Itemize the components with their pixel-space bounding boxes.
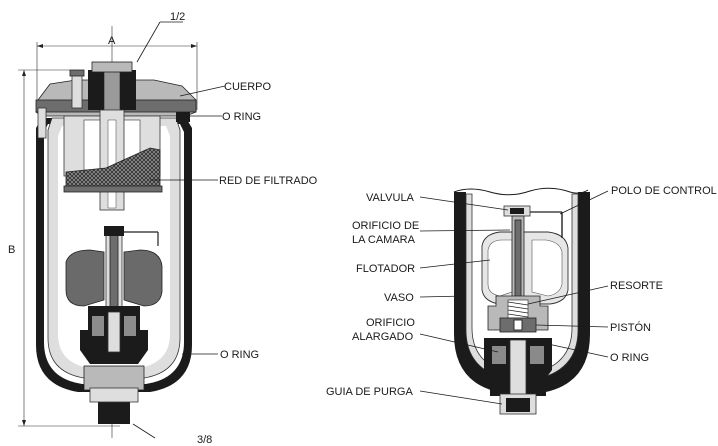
filter-mesh-label: RED DE FILTRADO [219, 175, 318, 187]
valve-label: VALVULA [366, 192, 415, 204]
filter-baffle [63, 185, 163, 193]
bottom-port-label: 3/8 [197, 434, 212, 446]
dim-b-label: B [8, 244, 15, 256]
right-view-labels: VALVULA ORIFICIO DE LA CAMARA FLOTADOR V… [326, 185, 717, 405]
spring-label: RESORTE [610, 280, 663, 292]
float-left [65, 249, 105, 307]
left-view-labels: 1/2 A B 3/8 CUERPO O RING RED DE FILTRAD… [8, 11, 318, 446]
chamber-orifice-label-line2: LA CAMARA [352, 234, 416, 246]
bowl-label: VASO [384, 292, 414, 304]
elongated-orifice-label-line2: ALARGADO [352, 331, 414, 343]
drain-block-left-window [492, 346, 506, 364]
body-label: CUERPO [224, 81, 272, 93]
float-stem-core [109, 229, 119, 317]
float-inner-right [531, 239, 563, 297]
top-port-label: 1/2 [170, 11, 185, 23]
float-label: FLOTADOR [356, 263, 415, 275]
control-pole-label: POLO DE CONTROL [611, 185, 717, 197]
valve-stem-core [514, 219, 522, 301]
dim-a-label: A [108, 35, 116, 47]
oring-top-label: O RING [222, 111, 261, 123]
float-right [123, 249, 163, 307]
piston-orifice [513, 319, 523, 331]
valve-head [104, 226, 124, 236]
left-filter-assembly [18, 21, 198, 439]
piston-center [107, 311, 121, 353]
cutaway-edge [453, 187, 589, 196]
drain-block-right-window [530, 346, 544, 364]
side-fitting-cap [69, 69, 85, 77]
oring-bottom-label: O RING [220, 349, 259, 361]
piston-window-left [92, 316, 104, 336]
left-clip [37, 107, 47, 139]
drain-center [509, 339, 527, 397]
drain-guide-outlet [506, 398, 530, 412]
inlet-port-bore [103, 69, 121, 113]
side-fitting [71, 73, 83, 109]
elongated-orifice-label-line1: ORIFICIO [366, 317, 415, 329]
drain-guide-label: GUIA DE PURGA [326, 386, 413, 398]
drain-housing [83, 365, 145, 391]
piston-window-right [124, 316, 136, 336]
chamber-orifice-label-line1: ORIFICIO DE [352, 220, 419, 232]
right-drain-assembly [453, 187, 590, 415]
valve-cap-inner [510, 208, 524, 214]
drain-outlet-sleeve [89, 387, 139, 403]
vaso-outer [454, 192, 590, 394]
oring-top-seal [176, 112, 190, 122]
float-inner-left [487, 239, 513, 297]
spring-coils [507, 301, 529, 318]
inlet-thread [91, 61, 133, 73]
oring-label: O RING [610, 352, 649, 364]
piston-label: PISTÓN [610, 321, 651, 334]
